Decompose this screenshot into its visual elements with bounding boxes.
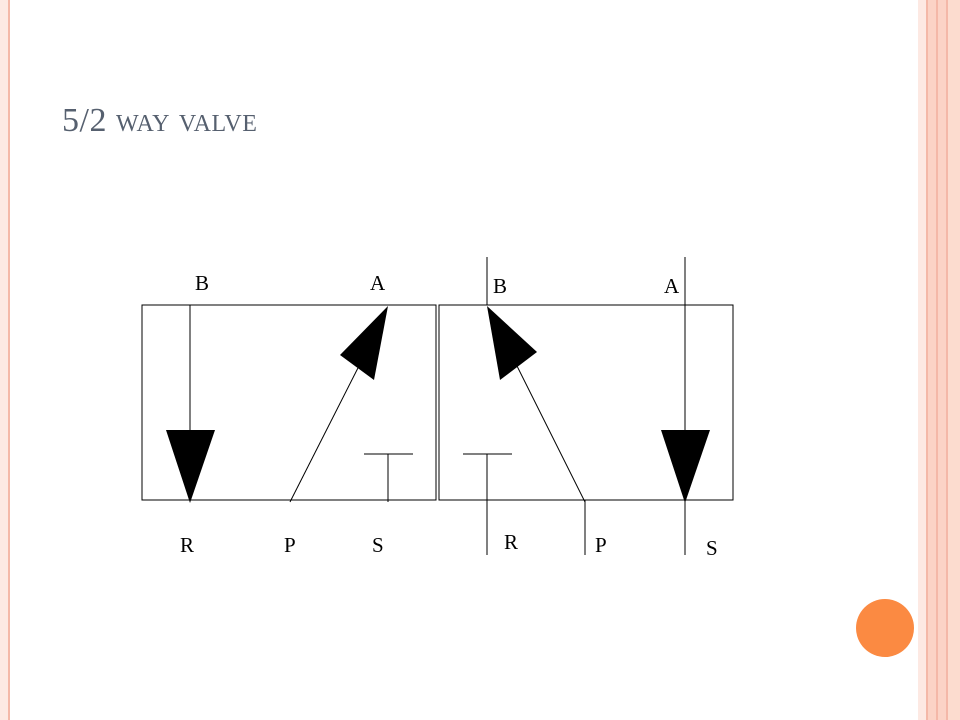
flow-line-p-to-b xyxy=(514,361,586,503)
valve-box-right xyxy=(438,257,734,555)
port-label-left-a: A xyxy=(370,271,386,295)
port-label-right-s: S xyxy=(706,536,718,560)
arrow-head-up-right xyxy=(340,306,388,380)
port-label-left-b: B xyxy=(195,271,209,295)
port-label-right-p: P xyxy=(595,533,607,557)
valve-box-left xyxy=(141,304,437,503)
port-label-left-s: S xyxy=(372,533,384,557)
slide-title: 5/2 way valve xyxy=(62,102,258,139)
valve-box-right-frame xyxy=(438,304,734,501)
slide-border-left xyxy=(0,0,10,720)
arrow-head-down-left xyxy=(166,430,215,503)
slide-border-right xyxy=(918,0,960,720)
port-label-right-a: A xyxy=(664,274,680,298)
port-label-left-r: R xyxy=(180,533,194,557)
arrow-head-up-left xyxy=(487,306,537,380)
flow-line-p-to-a xyxy=(289,359,363,503)
valve-box-left-frame xyxy=(141,304,437,501)
port-label-left-p: P xyxy=(284,533,296,557)
port-label-right-r: R xyxy=(504,530,518,554)
arrow-head-down-right xyxy=(661,430,710,503)
accent-circle xyxy=(856,599,914,657)
port-label-right-b: B xyxy=(493,274,507,298)
